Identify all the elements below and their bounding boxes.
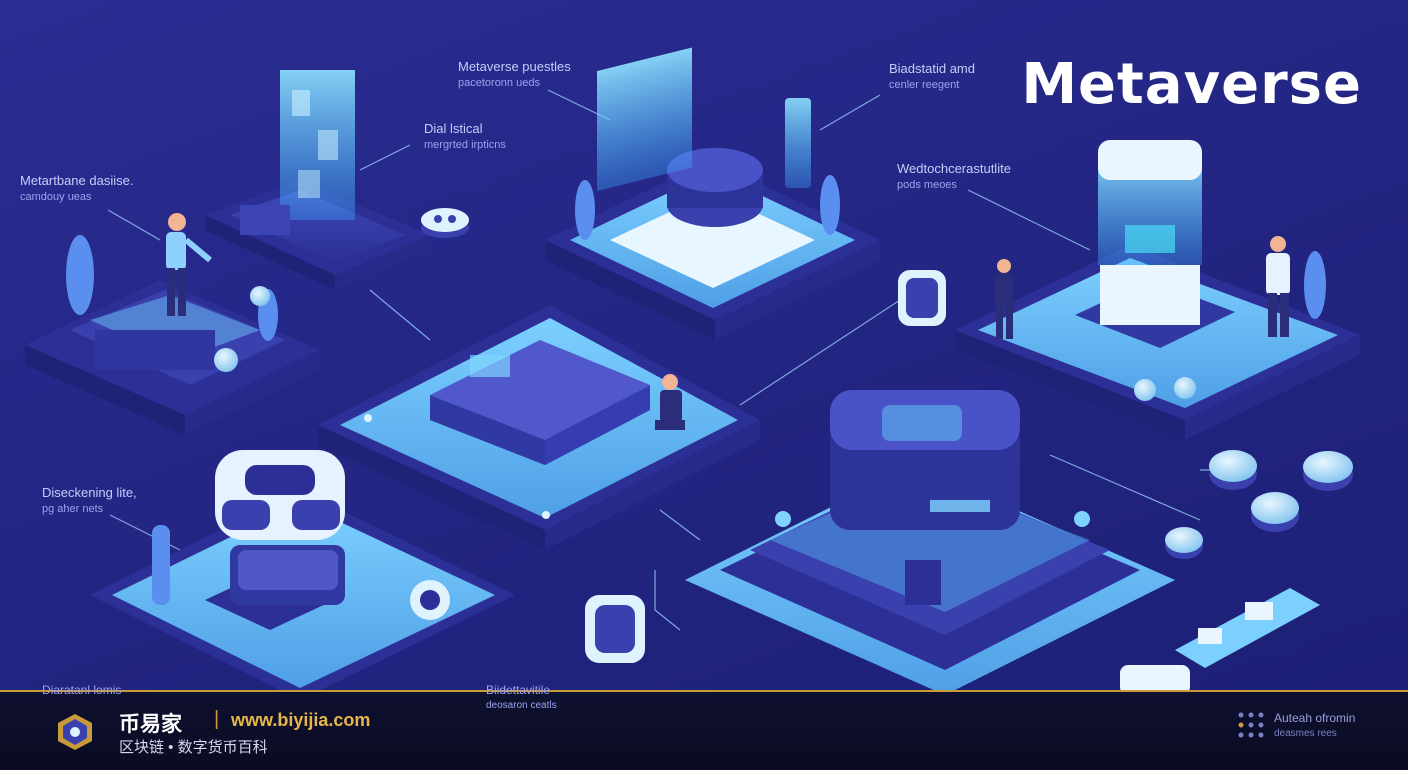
label-diseckening: Diseckening lite,pg aher nets bbox=[42, 485, 137, 515]
platform-right bbox=[955, 140, 1360, 440]
brand-separator: | bbox=[214, 708, 220, 730]
coin-icon bbox=[214, 348, 238, 372]
connector-lines bbox=[107, 89, 1240, 631]
plant-icon bbox=[1304, 251, 1326, 319]
brand-url-link[interactable]: www.biyijia.com bbox=[231, 710, 371, 730]
coin-icon bbox=[1209, 450, 1257, 482]
tiles-lower-right bbox=[1120, 588, 1320, 695]
coin-icon bbox=[250, 286, 270, 306]
coin-icon bbox=[1174, 377, 1196, 399]
person-icon bbox=[655, 374, 685, 430]
coins-right bbox=[1165, 450, 1353, 559]
hexagon-logo-icon bbox=[58, 714, 92, 750]
person-icon bbox=[166, 213, 212, 316]
person-icon bbox=[1266, 236, 1290, 337]
platform-left bbox=[25, 213, 320, 435]
platform-bottom-left bbox=[90, 450, 515, 700]
plant-icon bbox=[66, 235, 94, 315]
platform-top-center bbox=[545, 47, 880, 340]
dots-grid-icon bbox=[1238, 712, 1264, 738]
platform-bottom-center bbox=[685, 390, 1175, 695]
vr-headset-icon bbox=[215, 450, 345, 540]
brand-name: 币易家 bbox=[119, 713, 182, 736]
platform-center bbox=[318, 305, 760, 550]
chip-icon bbox=[898, 270, 946, 326]
brand-subtitle: 区块链 • 数字货币百科 bbox=[119, 739, 268, 756]
coin-icon bbox=[1134, 379, 1156, 401]
coin-icon bbox=[1251, 492, 1299, 524]
person-icon bbox=[995, 259, 1013, 339]
plant-icon bbox=[820, 175, 840, 235]
token-icon bbox=[585, 595, 645, 663]
footer-left-caption: Diaratanl lomis bbox=[42, 683, 122, 697]
platform-top-left bbox=[205, 70, 430, 290]
label-metartbane: Metartbane dasiise.camdouy ueas bbox=[20, 173, 134, 203]
cloud-disc-icon bbox=[421, 208, 469, 238]
coin-icon bbox=[1303, 451, 1353, 483]
plant-icon bbox=[575, 180, 595, 240]
page-title: Metaverse bbox=[1021, 52, 1362, 117]
coin-icon bbox=[1165, 527, 1203, 553]
